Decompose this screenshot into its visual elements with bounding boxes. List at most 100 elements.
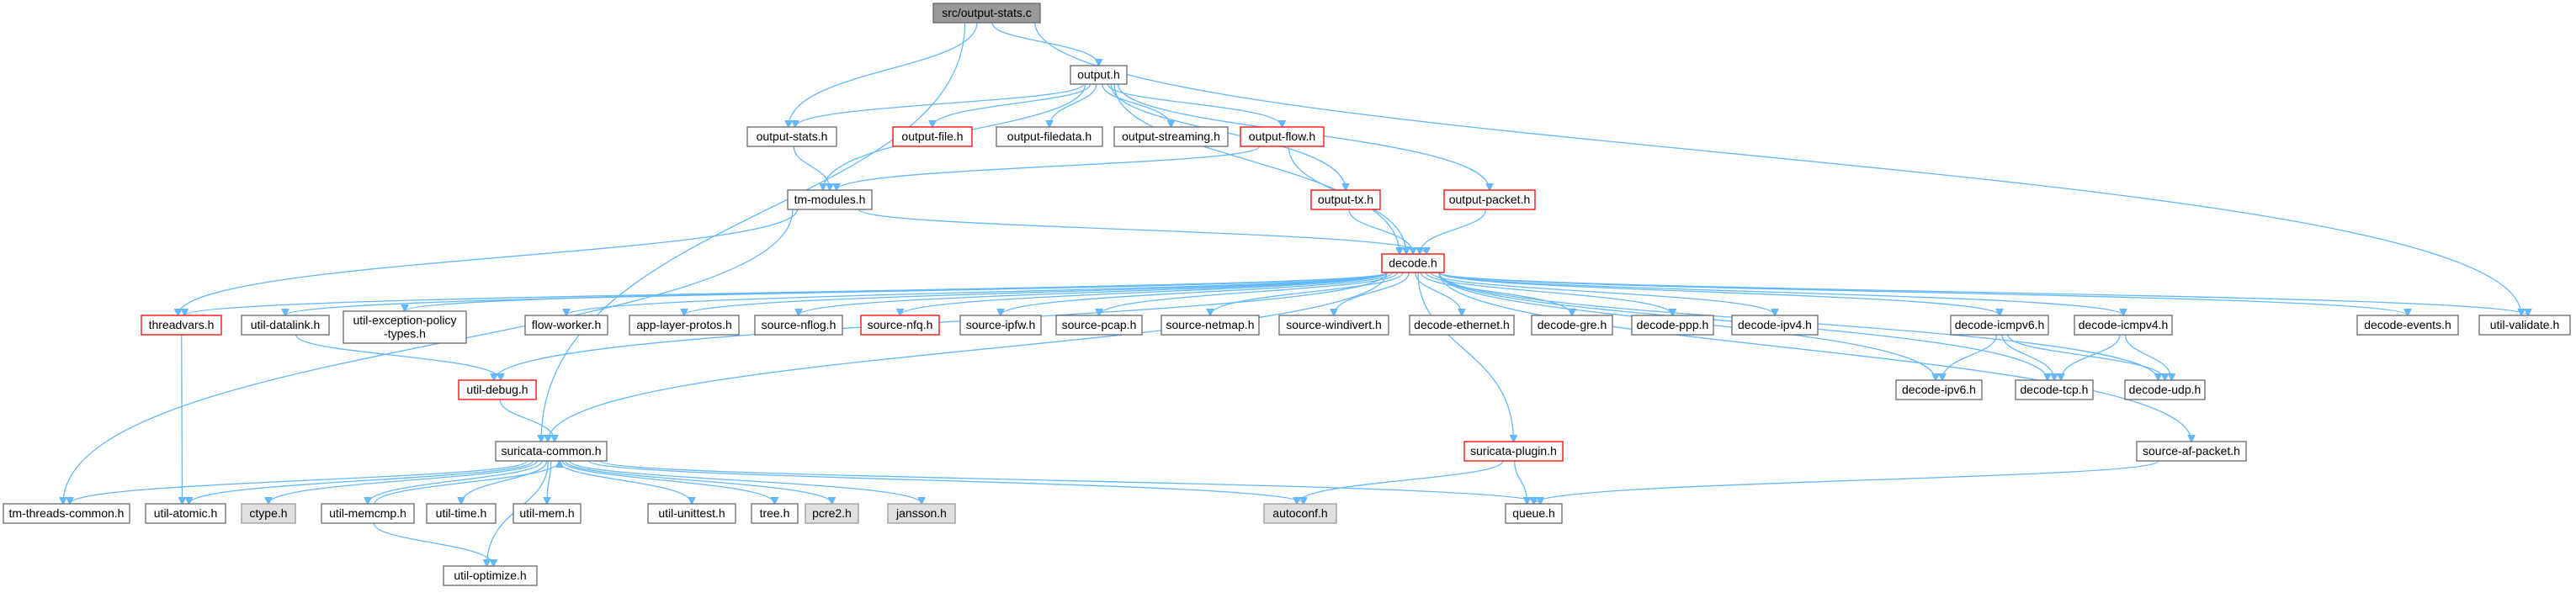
node-suricata-plugin-h[interactable]: suricata-plugin.h bbox=[1463, 441, 1564, 462]
node-source-windivert-h[interactable]: source-windivert.h bbox=[1278, 315, 1389, 336]
node-output-filedata-h[interactable]: output-filedata.h bbox=[996, 126, 1103, 147]
edge-decode_h-to-app_layer_protos_h bbox=[684, 272, 1388, 315]
node-threadvars-h[interactable]: threadvars.h bbox=[141, 315, 222, 336]
node-decode-h[interactable]: decode.h bbox=[1381, 253, 1445, 273]
node-util-time-h[interactable]: util-time.h bbox=[426, 503, 497, 524]
node-pcre2-h[interactable]: pcre2.h bbox=[805, 503, 859, 524]
node-util-debug-h[interactable]: util-debug.h bbox=[458, 379, 537, 400]
node-decode-udp-h[interactable]: decode-udp.h bbox=[2124, 379, 2206, 400]
node-output-flow-h[interactable]: output-flow.h bbox=[1240, 126, 1325, 147]
node-box bbox=[2015, 379, 2094, 400]
node-tree-h[interactable]: tree.h bbox=[751, 503, 799, 524]
node-label: decode-ethernet.h bbox=[1414, 318, 1510, 331]
node-output-streaming-h[interactable]: output-streaming.h bbox=[1113, 126, 1229, 147]
node-label: suricata-plugin.h bbox=[1470, 444, 1557, 458]
node-autoconf-h[interactable]: autoconf.h bbox=[1263, 503, 1337, 524]
node-label: source-netmap.h bbox=[1166, 318, 1254, 331]
node-util-datalink-h[interactable]: util-datalink.h bbox=[241, 315, 330, 336]
node-util-unittest-h[interactable]: util-unittest.h bbox=[647, 503, 736, 524]
edge-suricata_common_h-to-tree_h bbox=[561, 460, 774, 504]
node-label: tm-threads-common.h bbox=[9, 506, 125, 520]
node-box bbox=[524, 315, 608, 336]
node-box bbox=[241, 315, 330, 336]
node-source-pcap-h[interactable]: source-pcap.h bbox=[1055, 315, 1143, 336]
node-source-ipfw-h[interactable]: source-ipfw.h bbox=[959, 315, 1042, 336]
node-decode-gre-h[interactable]: decode-gre.h bbox=[1531, 315, 1613, 336]
edge-decode_h-to-source_nfq_h bbox=[900, 272, 1389, 315]
edge-line bbox=[1514, 460, 1527, 504]
node-output-packet-h[interactable]: output-packet.h bbox=[1443, 189, 1536, 210]
node-box bbox=[1113, 126, 1229, 147]
node-box bbox=[629, 315, 740, 336]
node-output-tx-h[interactable]: output-tx.h bbox=[1310, 189, 1381, 210]
edge-line bbox=[547, 460, 552, 504]
node-box bbox=[1240, 126, 1325, 147]
node-decode-ipv4-h[interactable]: decode-ipv4.h bbox=[1731, 315, 1819, 336]
edge-suricata_common_h-to-autoconf_h bbox=[587, 460, 1304, 504]
edge-line bbox=[1034, 22, 2521, 315]
node-decode-tcp-h[interactable]: decode-tcp.h bbox=[2015, 379, 2094, 400]
node-label: output-streaming.h bbox=[1122, 130, 1220, 143]
node-decode-icmpv4-h[interactable]: decode-icmpv4.h bbox=[2074, 315, 2173, 336]
edge-line bbox=[1417, 272, 1514, 442]
node-decode-events-h[interactable]: decode-events.h bbox=[2356, 315, 2459, 336]
edge-line bbox=[569, 460, 922, 504]
edge-line bbox=[799, 272, 1388, 315]
edge-line bbox=[178, 209, 799, 315]
node-label: threadvars.h bbox=[149, 318, 215, 331]
edge-suricata_common_h-to-tm_threads_common_h bbox=[70, 460, 528, 504]
edge-line bbox=[599, 460, 1540, 504]
node-box bbox=[443, 565, 538, 586]
node-label: queue.h bbox=[1512, 506, 1555, 520]
node-util-validate-h[interactable]: util-validate.h bbox=[2478, 315, 2571, 336]
node-util-exception-h[interactable]: util-exception-policy-types.h bbox=[343, 310, 467, 344]
edge-line bbox=[793, 146, 830, 190]
edge-line bbox=[557, 460, 692, 504]
edge-line bbox=[70, 460, 528, 504]
node-label: -types.h bbox=[384, 327, 426, 341]
node-app-layer-protos-h[interactable]: app-layer-protos.h bbox=[629, 315, 740, 336]
node-label: util-unittest.h bbox=[658, 506, 725, 520]
node-source-nfq-h[interactable]: source-nfq.h bbox=[860, 315, 940, 336]
node-ctype-h[interactable]: ctype.h bbox=[241, 503, 296, 524]
node-source-af-packet-h[interactable]: source-af-packet.h bbox=[2136, 441, 2247, 462]
node-util-optimize-h[interactable]: util-optimize.h bbox=[443, 565, 538, 586]
edge-line bbox=[461, 460, 548, 504]
node-util-mem-h[interactable]: util-mem.h bbox=[513, 503, 582, 524]
node-label: output-stats.h bbox=[757, 130, 828, 143]
node-util-atomic-h[interactable]: util-atomic.h bbox=[145, 503, 226, 524]
node-box bbox=[141, 315, 222, 336]
edge-output_h-to-output_flow_h bbox=[1107, 83, 1282, 127]
node-queue-h[interactable]: queue.h bbox=[1505, 503, 1563, 524]
edge-util_debug_h-to-suricata_common_h bbox=[499, 399, 555, 442]
node-source-netmap-h[interactable]: source-netmap.h bbox=[1161, 315, 1260, 336]
edge-output_h-to-decode_h bbox=[1113, 83, 1400, 254]
node-decode-ppp-h[interactable]: decode-ppp.h bbox=[1631, 315, 1714, 336]
node-output-h[interactable]: output.h bbox=[1070, 65, 1128, 85]
node-decode-ethernet-h[interactable]: decode-ethernet.h bbox=[1409, 315, 1515, 336]
node-decode-ipv6-h[interactable]: decode-ipv6.h bbox=[1895, 379, 1983, 400]
node-box bbox=[3, 503, 130, 524]
node-label: tm-modules.h bbox=[794, 193, 866, 206]
node-tm-threads-common-h[interactable]: tm-threads-common.h bbox=[3, 503, 130, 524]
edge-line bbox=[268, 460, 538, 504]
node-label: jansson.h bbox=[895, 506, 947, 520]
node-label: output-file.h bbox=[901, 130, 963, 143]
node-output-stats-h[interactable]: output-stats.h bbox=[746, 126, 837, 147]
node-flow-worker-h[interactable]: flow-worker.h bbox=[524, 315, 608, 336]
node-suricata-common-h[interactable]: suricata-common.h bbox=[495, 441, 608, 462]
node-output-stats-c[interactable]: src/output-stats.c bbox=[932, 3, 1041, 24]
edge-suricata_plugin_h-to-queue_h bbox=[1514, 460, 1527, 504]
node-label: util-debug.h bbox=[466, 383, 528, 396]
node-util-memcmp-h[interactable]: util-memcmp.h bbox=[321, 503, 415, 524]
node-decode-icmpv6-h[interactable]: decode-icmpv6.h bbox=[1950, 315, 2049, 336]
edge-line bbox=[1113, 83, 1400, 254]
node-tm-modules-h[interactable]: tm-modules.h bbox=[787, 189, 873, 210]
node-output-file-h[interactable]: output-file.h bbox=[892, 126, 973, 147]
node-label: util-atomic.h bbox=[154, 506, 217, 520]
node-source-nflog-h[interactable]: source-nflog.h bbox=[754, 315, 843, 336]
edge-output_stats_h-to-tm_modules_h bbox=[793, 146, 830, 190]
edge-util_memcmp_h-to-util_optimize_h bbox=[373, 522, 493, 566]
node-jansson-h[interactable]: jansson.h bbox=[887, 503, 956, 524]
